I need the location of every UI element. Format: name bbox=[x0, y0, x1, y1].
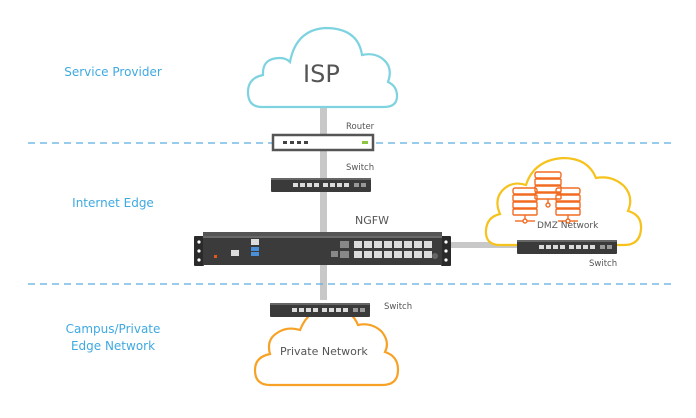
router-led bbox=[362, 141, 368, 144]
ngfw-port bbox=[354, 251, 362, 258]
switch-top-device bbox=[271, 178, 371, 192]
switch-bottom-device bbox=[270, 303, 370, 317]
ngfw-label: NGFW bbox=[355, 214, 389, 227]
link-ngfw-dmz bbox=[440, 242, 522, 248]
zone-label-campus-line1: Campus/Private bbox=[65, 322, 161, 336]
ngfw-port bbox=[394, 251, 402, 258]
server-icons bbox=[512, 171, 581, 224]
switch-top-label: Switch bbox=[346, 163, 375, 173]
private-network-label: Private Network bbox=[280, 345, 368, 358]
switch-bottom-label: Switch bbox=[384, 302, 413, 312]
ngfw-port bbox=[374, 251, 382, 258]
ngfw-port bbox=[424, 251, 432, 258]
ngfw-port bbox=[364, 251, 372, 258]
ngfw-port bbox=[354, 241, 362, 248]
zone-label-internet-edge: Internet Edge bbox=[72, 196, 154, 210]
zone-label-campus-line2: Edge Network bbox=[70, 339, 156, 353]
isp-cloud bbox=[246, 26, 399, 109]
ngfw-port bbox=[374, 241, 382, 248]
ngfw-device bbox=[194, 232, 451, 266]
ngfw-port bbox=[414, 251, 422, 258]
isp-label: ISP bbox=[303, 60, 340, 88]
switch-dmz-label: Switch bbox=[589, 259, 618, 269]
links bbox=[320, 100, 522, 300]
switch-dmz-device bbox=[517, 240, 617, 254]
dmz-label: DMZ Network bbox=[537, 221, 599, 231]
router-device bbox=[271, 133, 375, 152]
server-icon-top bbox=[534, 171, 562, 208]
ngfw-port bbox=[384, 241, 392, 248]
zone-label-service-provider: Service Provider bbox=[64, 65, 162, 79]
ngfw-port bbox=[414, 241, 422, 248]
link-vertical bbox=[320, 100, 327, 300]
ngfw-port bbox=[384, 251, 392, 258]
ngfw-port bbox=[404, 251, 412, 258]
server-icon-left bbox=[512, 187, 538, 224]
router-label: Router bbox=[346, 122, 375, 132]
ngfw-port bbox=[364, 241, 372, 248]
server-icon-right bbox=[555, 187, 581, 224]
ngfw-port bbox=[424, 241, 432, 248]
ngfw-port bbox=[394, 241, 402, 248]
ngfw-port bbox=[404, 241, 412, 248]
